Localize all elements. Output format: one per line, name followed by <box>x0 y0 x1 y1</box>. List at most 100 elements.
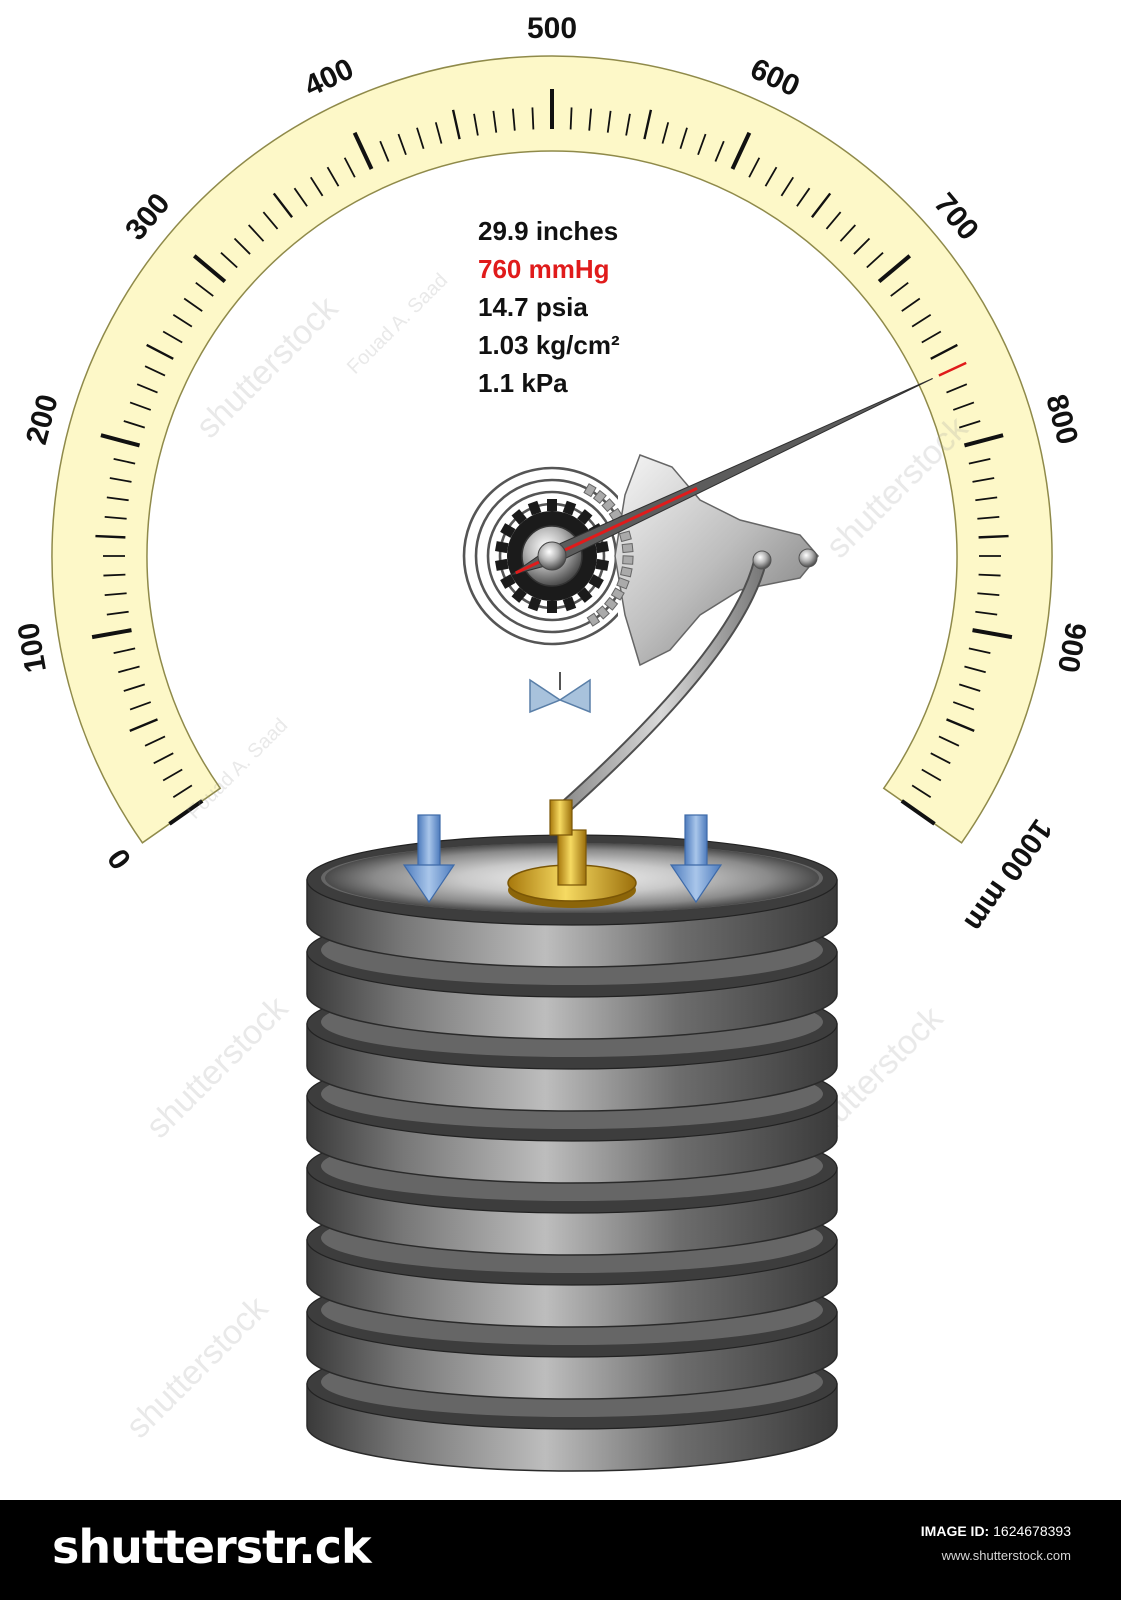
minor-tick <box>901 297 921 312</box>
pressure-arrow-left <box>402 814 456 904</box>
minor-tick <box>326 166 340 187</box>
major-tick <box>972 628 1013 640</box>
minor-tick <box>679 127 688 150</box>
readings-list: 29.9 inches 760 mmHg 14.7 psia 1.03 kg/c… <box>478 216 620 398</box>
pressure-arrow-right <box>669 814 723 904</box>
minor-tick <box>643 109 653 140</box>
minor-tick <box>921 768 942 782</box>
minor-tick <box>309 176 324 197</box>
major-tick <box>91 628 132 640</box>
footer-image-id: IMAGE ID: 1624678393 <box>921 1523 1071 1539</box>
scale-label: 800 <box>1039 391 1084 448</box>
minor-tick <box>839 224 857 242</box>
minor-tick <box>104 592 127 597</box>
minor-tick <box>123 683 146 692</box>
minor-tick <box>958 420 981 429</box>
minor-tick <box>153 752 174 765</box>
scale-label: 900 <box>1051 620 1092 675</box>
minor-tick <box>911 313 932 328</box>
minor-tick <box>144 735 166 747</box>
minor-tick <box>968 647 991 655</box>
minor-tick <box>977 515 1000 520</box>
minor-tick <box>272 192 294 218</box>
minor-tick <box>780 176 795 197</box>
pointer-needle <box>510 378 933 576</box>
scale-label: 400 <box>299 52 358 103</box>
minor-tick <box>109 477 132 483</box>
minor-tick <box>473 113 479 136</box>
minor-tick <box>103 573 126 577</box>
minor-tick <box>451 109 461 140</box>
minor-tick <box>964 665 986 674</box>
major-tick <box>877 254 912 284</box>
minor-tick <box>106 496 129 502</box>
minor-tick <box>697 133 707 156</box>
minor-tick <box>952 701 975 711</box>
scale-label: 1000 mm <box>958 813 1059 937</box>
valve-icon <box>529 672 591 714</box>
minor-tick <box>569 107 573 130</box>
footer-site-url: www.shutterstock.com <box>941 1548 1071 1563</box>
minor-tick <box>606 110 612 133</box>
major-tick <box>192 254 227 284</box>
minor-tick <box>379 140 390 162</box>
minor-tick <box>825 211 842 230</box>
reading-mmhg: 760 mmHg <box>478 254 610 284</box>
minor-tick <box>911 784 932 799</box>
minor-tick <box>123 420 146 429</box>
minor-tick <box>978 534 1009 539</box>
minor-tick <box>146 343 174 360</box>
minor-tick <box>129 718 158 732</box>
minor-tick <box>233 237 251 255</box>
minor-tick <box>588 108 593 131</box>
minor-tick <box>978 573 1001 577</box>
watermark-author: Fouad A. Saad <box>343 269 452 378</box>
scale-face <box>51 55 1053 844</box>
major-tick <box>352 131 374 170</box>
scale-label: 600 <box>745 52 804 103</box>
minor-tick <box>220 251 238 269</box>
minor-tick <box>104 515 127 520</box>
minor-tick <box>748 157 761 178</box>
minor-tick <box>975 496 998 502</box>
minor-tick <box>853 237 871 255</box>
minor-tick <box>930 752 951 765</box>
minor-tick <box>492 110 498 133</box>
minor-tick <box>129 701 152 711</box>
footer-brand-logo: shutterstr.ck <box>52 1520 372 1574</box>
minor-tick <box>938 735 960 747</box>
minor-tick <box>129 401 152 411</box>
aneroid-bellows <box>306 834 838 1472</box>
minor-tick <box>511 108 516 131</box>
minor-tick <box>764 166 778 187</box>
minor-tick <box>866 251 884 269</box>
minor-tick <box>183 297 203 312</box>
minor-tick <box>106 610 129 616</box>
brass-post <box>507 799 637 908</box>
minor-tick <box>172 313 193 328</box>
reading-inches: 29.9 inches <box>478 216 618 246</box>
minor-tick <box>416 127 425 150</box>
minor-tick <box>972 477 995 483</box>
minor-tick <box>136 383 158 394</box>
minor-tick <box>975 610 998 616</box>
major-tick <box>900 799 936 826</box>
major-tick <box>168 799 204 826</box>
minor-tick <box>531 107 535 130</box>
reading-kgcm2: 1.03 kg/cm² <box>478 330 620 360</box>
minor-tick <box>195 281 214 297</box>
scale-label: 100 <box>12 620 53 675</box>
minor-tick <box>113 457 136 465</box>
minor-tick <box>118 665 140 674</box>
minor-tick <box>262 211 279 230</box>
major-tick <box>963 433 1004 448</box>
minor-tick <box>144 365 166 377</box>
minor-tick <box>921 330 942 344</box>
image-id-label: IMAGE ID: <box>920 1523 990 1539</box>
reading-kpa: 1.1 kPa <box>478 368 568 398</box>
minor-tick <box>890 281 909 297</box>
minor-tick <box>930 343 958 360</box>
minor-tick <box>977 592 1000 597</box>
minor-tick <box>113 647 136 655</box>
